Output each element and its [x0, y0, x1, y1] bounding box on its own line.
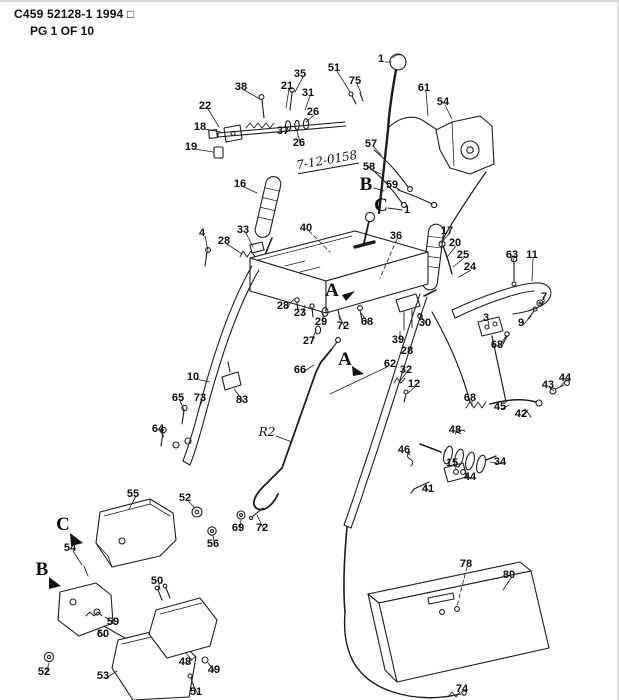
bracket-15 — [443, 462, 468, 483]
panel-fasteners — [294, 297, 363, 335]
lever-20 — [438, 240, 453, 275]
bolt-4 — [204, 247, 211, 267]
chute-crank-rod — [252, 349, 332, 511]
section-arrows — [49, 291, 364, 589]
leader-lines — [45, 61, 567, 695]
clip-46 — [407, 451, 414, 467]
handle-grip-16 — [254, 176, 282, 238]
handle-bracket-55 — [95, 498, 177, 568]
tube-clamp-83 — [221, 361, 242, 391]
rod-45-42 — [454, 399, 543, 435]
clamp-bolts-64-65-73 — [160, 404, 192, 449]
fasteners-43-44 — [460, 380, 570, 475]
document-id: C459 52128-1 1994 □ — [14, 7, 135, 21]
section-c-top-leader — [387, 207, 403, 211]
document-header: C459 52128-1 1994 □ PG 1 OF 10 — [14, 7, 134, 38]
bushings-52-56 — [191, 506, 217, 536]
washer-52-lower — [43, 651, 55, 663]
crank-rod-upper-end — [330, 337, 341, 351]
page-edge-top — [0, 0, 619, 2]
spring-32-bolt-12 — [393, 377, 409, 403]
cables-57-58-59 — [367, 149, 438, 209]
cross-rod-assembly — [208, 87, 364, 159]
page-number: PG 1 OF 10 — [30, 24, 95, 38]
handle-hardware-right — [477, 255, 544, 345]
pin-41 — [410, 481, 430, 494]
r2-leader — [275, 435, 293, 443]
right-handle-tube — [343, 293, 428, 613]
link-rod-upper-right — [437, 171, 487, 249]
left-handle-tube — [182, 265, 260, 466]
chute-bracket-48-49 — [148, 597, 218, 691]
bracket-33 — [249, 241, 265, 254]
page-edge-right — [617, 0, 619, 700]
washer-69-pin-72 — [236, 507, 264, 521]
bracket-54 — [435, 115, 495, 175]
frame-panel-78-80 — [367, 561, 550, 683]
spiral-spring-34 — [419, 443, 497, 474]
screws-50 — [154, 583, 171, 601]
grip-17-stem — [423, 289, 437, 297]
upper-handle-11 — [451, 282, 552, 319]
engagement-rod — [431, 311, 471, 403]
section-b-top-leader — [373, 187, 385, 192]
cable-74 — [343, 611, 467, 699]
control-panel — [249, 211, 429, 314]
engagement-link — [491, 335, 507, 403]
shift-lever — [377, 53, 407, 215]
